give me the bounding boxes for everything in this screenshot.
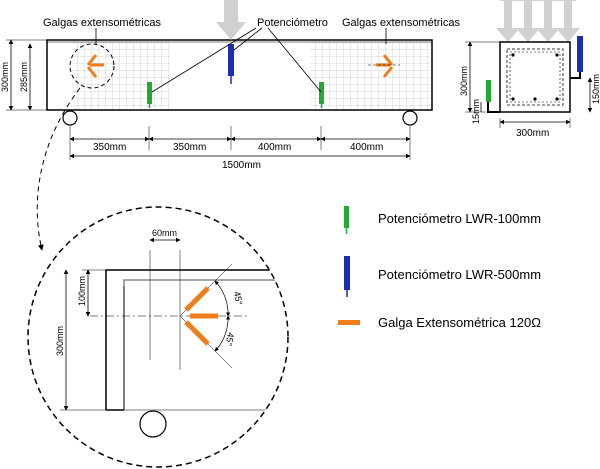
- angle-top: 45°: [232, 291, 244, 307]
- dim-span-1: 350mm: [93, 142, 126, 153]
- dim-detail-100: 100mm: [77, 276, 87, 306]
- support-right: [402, 110, 418, 126]
- beam-outline: [46, 39, 433, 111]
- angle-bottom: 45°: [224, 332, 236, 348]
- dim-span-2: 350mm: [173, 142, 206, 153]
- potentiometer-lwr500-center: [228, 44, 234, 76]
- legend-swatch-blue: [344, 256, 350, 290]
- detail-connector: [36, 87, 81, 251]
- legend-label-strain-gauge: Galga Extensométrica 120Ω: [378, 315, 541, 330]
- dim-section-150: 150mm: [591, 74, 600, 104]
- dim-section-height: 300mm: [459, 66, 469, 96]
- stirrup: [506, 48, 564, 106]
- legend: Potenciómetro LWR-100mm Potenciómetro LW…: [338, 206, 541, 330]
- detail-circle: [69, 43, 115, 89]
- detail-strain-gauge-rosette: [184, 286, 218, 346]
- legend-label-lwr500: Potenciómetro LWR-500mm: [378, 267, 541, 282]
- cross-section: 300mm 15mm 150mm 300mm: [459, 0, 600, 139]
- section-potentiometer-lwr500: [577, 36, 583, 72]
- dim-length-total: 1500mm: [222, 160, 261, 171]
- support-left: [62, 110, 78, 126]
- legend-item-strain-gauge: Galga Extensométrica 120Ω: [338, 315, 541, 330]
- strain-gauges-label-left: Galgas extensométricas: [43, 17, 161, 29]
- detail-boundary: [27, 206, 289, 468]
- potentiometer-lwr100-left: [147, 82, 152, 104]
- load-arrow: [216, 0, 246, 40]
- section-outline: [499, 41, 571, 113]
- dim-height-inner: 285mm: [19, 62, 29, 92]
- grid-zone-right: [310, 42, 430, 109]
- dim-detail-300: 300mm: [55, 326, 65, 356]
- distributed-load-arrows: [496, 0, 580, 42]
- legend-item-lwr500: Potenciómetro LWR-500mm: [344, 256, 541, 297]
- legend-swatch-green: [344, 206, 349, 228]
- dim-detail-60: 60mm: [152, 228, 177, 238]
- potentiometer-label: Potenciómetro: [257, 17, 328, 29]
- legend-swatch-orange: [338, 320, 360, 325]
- dim-span-3: 400mm: [258, 142, 291, 153]
- grid-zone-left: [72, 42, 170, 109]
- dim-section-15: 15mm: [471, 99, 481, 124]
- legend-item-lwr100: Potenciómetro LWR-100mm: [344, 206, 541, 234]
- beam-elevation: Galgas extensométricas Potenciómetro Gal…: [0, 0, 460, 171]
- legend-label-lwr100: Potenciómetro LWR-100mm: [378, 211, 541, 226]
- dim-height-total: 300mm: [0, 62, 10, 92]
- dim-section-width: 300mm: [516, 128, 549, 139]
- detail-view: 60mm 100mm 300mm 45° 45°: [27, 206, 289, 468]
- section-potentiometer-lwr100: [486, 80, 491, 102]
- detail-support: [139, 410, 167, 438]
- strain-gauge-rosette-left: [86, 54, 104, 78]
- strain-gauges-label-right: Galgas extensométricas: [342, 17, 460, 29]
- dim-span-4: 400mm: [350, 142, 383, 153]
- potentiometer-lwr100-right: [319, 82, 324, 104]
